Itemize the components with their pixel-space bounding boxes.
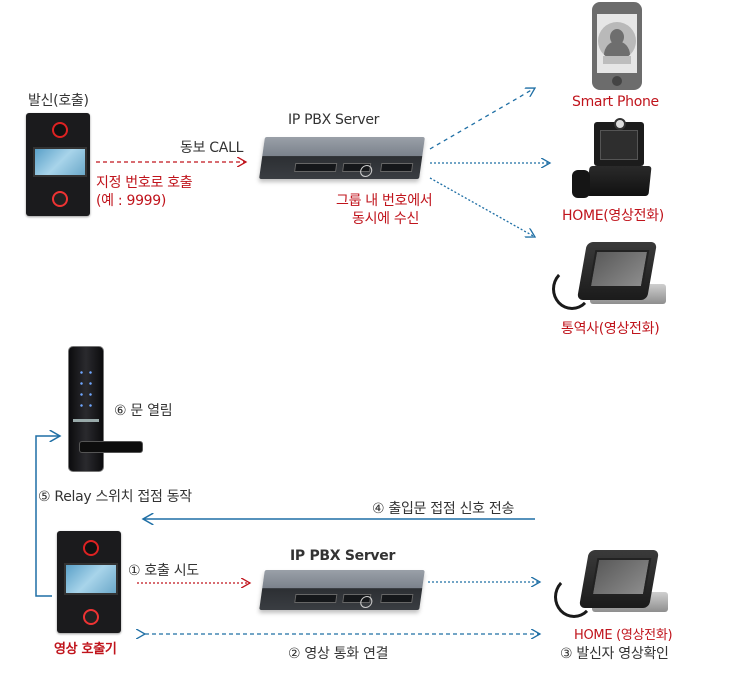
interpreter-video-phone-icon [550,232,670,312]
drive-bay [294,163,338,172]
intercom-screen [33,147,87,177]
phone-base [586,166,652,196]
ip-pbx-server-bottom [259,570,425,610]
caller-intercom-device [26,113,90,216]
step5-relay: ⑤ Relay 스위치 접점 동작 [38,489,192,505]
drive-bay [380,163,414,172]
caller-label: 발신(호출) [28,93,89,109]
home-label-bottom: HOME (영상전화) [574,628,673,643]
phone-lid [594,122,644,166]
call-note-line2: (예 : 9999) [96,193,167,209]
drive-bay [380,594,414,603]
door-handle-icon [79,441,143,453]
handset-icon [572,170,590,198]
intercom-label: 영상 호출기 [54,642,117,657]
broadcast-call-label: 동보 CALL [180,140,244,156]
smartphone-icon [592,2,642,90]
home-video-phone-icon [566,118,656,200]
relay-line [35,436,60,597]
phone-display [600,130,638,160]
receiver-label-interpreter: 통역사(영상전화) [561,321,660,337]
camera-icon [83,540,99,556]
door-lock-device [68,346,143,472]
step4-door-signal: ④ 출입문 접점 신호 전송 [372,501,515,517]
step3-caller-video-check: ③ 발신자 영상확인 [560,646,669,662]
to-interpreter-arrow [429,177,535,237]
call-button-icon [83,609,99,625]
intercom-screen [64,563,118,595]
call-button-icon [52,191,68,207]
group-note-line1: 그룹 내 번호에서 [336,193,433,209]
contact-bar [603,56,631,64]
receiver-label-smartphone: Smart Phone [572,94,659,110]
step1-call-attempt: ① 호출 시도 [128,563,199,579]
phone-screen [597,14,637,73]
ip-pbx-server-top [259,137,425,179]
server-logo-icon [359,165,374,177]
group-note-line2: 동시에 수신 [352,211,420,227]
lock-strip [73,419,99,422]
home-button-icon [612,76,622,86]
home-video-phone-bottom-icon [552,540,672,620]
drive-bay [294,594,338,603]
phone-display [590,558,652,596]
cord-icon [552,268,592,310]
video-intercom-device [57,531,121,633]
cord-icon [554,576,594,618]
camera-icon [52,122,68,138]
camera-icon [614,118,626,130]
contact-avatar-icon [598,22,636,60]
to-smartphone-arrow [429,88,535,150]
receiver-label-home: HOME(영상전화) [562,208,664,224]
keypad-icon [77,367,95,411]
server-label-bottom: IP PBX Server [290,548,396,564]
step6-door-open: ⑥ 문 열림 [114,403,173,419]
step2-video-link: ② 영상 통화 연결 [288,646,389,662]
phone-display [588,250,650,288]
server-logo-icon [359,596,374,608]
server-label-top: IP PBX Server [288,112,380,128]
call-note-line1: 지정 번호로 호출 [96,175,193,191]
